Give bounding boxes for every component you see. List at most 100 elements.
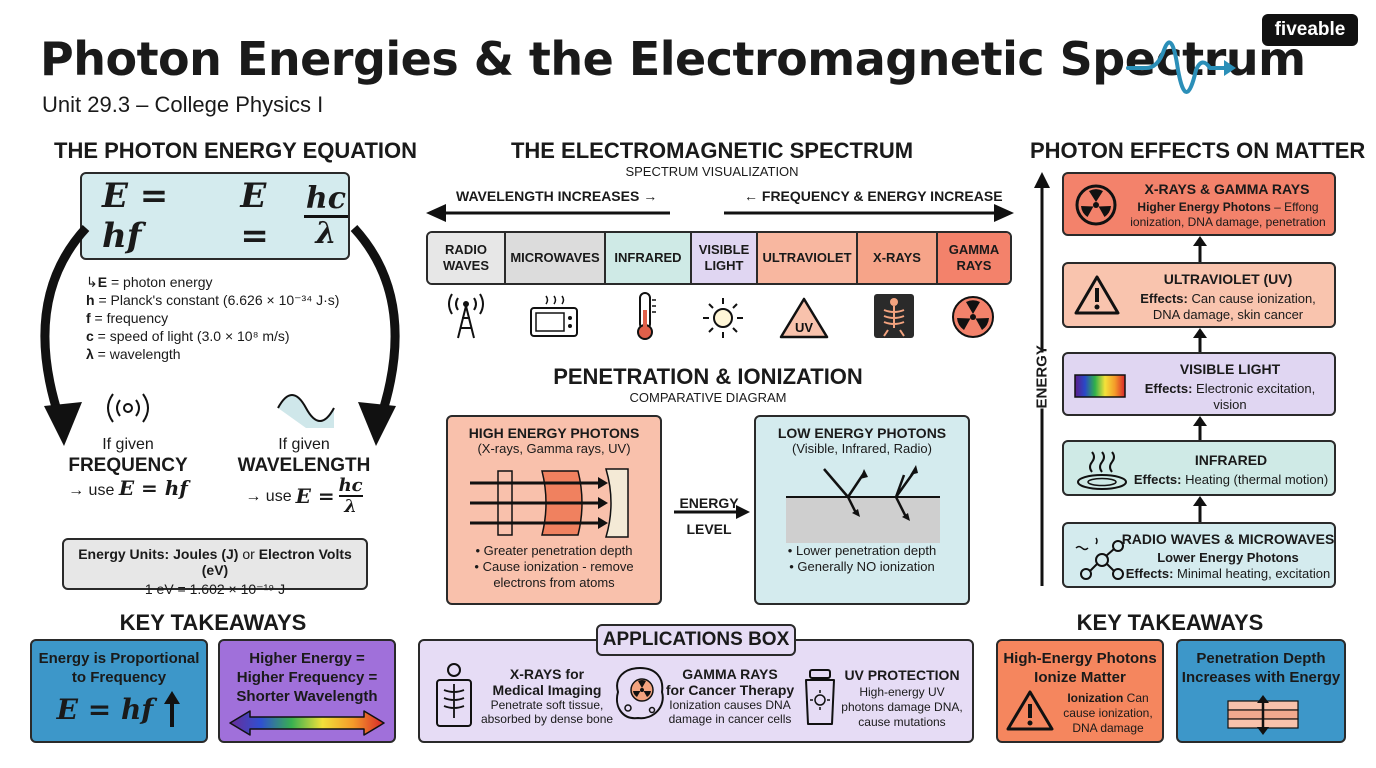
units-conversion: 1 eV = 1.602 × 10⁻¹⁹ J	[144, 581, 286, 597]
takeaway-desc2: cause ionization,	[1063, 706, 1153, 720]
effect-card-desc2: vision	[1213, 397, 1247, 412]
radiation-icon	[952, 296, 994, 338]
page-subtitle: Unit 29.3 – College Physics I	[42, 92, 324, 117]
effect-card-text: Effects: Can cause ionization,DNA damage…	[1122, 291, 1334, 323]
units-ev: Electron Volts (eV)	[201, 546, 352, 578]
band-infrared: INFRARED	[606, 233, 692, 283]
band-ultraviolet: ULTRAVIOLET	[758, 233, 858, 283]
high-energy-subtitle: (X-rays, Gamma rays, UV)	[477, 441, 631, 456]
effect-card-desc: Electronic excitation,	[1192, 381, 1316, 396]
takeaway-line3: Shorter Wavelength	[236, 688, 378, 705]
penetration-heading: PENETRATION & IONIZATION	[553, 364, 863, 389]
effect-card-desc2: DNA damage, skin cancer	[1152, 307, 1304, 322]
sunscreen-icon	[805, 669, 835, 725]
applications-box	[418, 639, 974, 743]
takeaways-left-heading: KEY TAKEAWAYS	[119, 610, 307, 635]
effect-card-desc: Can cause ionization,	[1187, 291, 1316, 306]
equation-box: E = hf E = hc λ	[80, 172, 350, 260]
curved-arrows-icon	[40, 224, 400, 446]
app-title: X-RAYS for	[509, 666, 585, 682]
app-desc2: damage in cancer cells	[668, 712, 792, 726]
effect-card-desc2: ionization, DNA damage, penetration	[1130, 215, 1326, 229]
applications-heading: APPLICATIONS BOX	[596, 624, 796, 656]
svg-text:UV: UV	[795, 320, 813, 335]
takeaway-equation: E = hf	[56, 692, 154, 726]
equation-heading: THE PHOTON ENERGY EQUATION	[54, 138, 418, 163]
variable-item: λ = wavelength	[86, 346, 181, 362]
app-desc2: photons damage DNA,	[841, 700, 963, 714]
given-frequency-label: FREQUENCY	[68, 455, 188, 476]
wavelength-arrow-label: WAVELENGTH INCREASES →	[452, 188, 662, 204]
effect-card-bold2: Effects:	[1125, 566, 1174, 581]
app-desc: Ionization causes DNA	[669, 698, 791, 712]
cell-radiation-icon	[616, 666, 664, 720]
high-energy-bullet-1: • Greater penetration depth	[475, 543, 633, 558]
spectrum-heading: THE ELECTROMAGNETIC SPECTRUM	[510, 138, 914, 163]
spectrum-direction-arrows	[426, 204, 1014, 222]
app-uv-protection: UV PROTECTION High-energy UV photons dam…	[836, 668, 968, 730]
effect-card-desc2: Minimal heating, excitation	[1173, 566, 1331, 581]
fraction-denominator: λ	[344, 496, 357, 517]
band-xrays: X-RAYS	[858, 233, 938, 283]
fraction-numerator: hc	[338, 475, 363, 497]
equation-hc-left: E =	[240, 176, 269, 256]
effect-card-desc: – Effong	[1270, 200, 1319, 214]
up-arrow-icon	[1193, 328, 1207, 352]
app-desc: High-energy UV	[859, 685, 945, 699]
heat-icon	[1077, 451, 1127, 490]
band-radio: RADIO WAVES	[428, 233, 506, 283]
brand-logo[interactable]: fiveable	[1262, 14, 1358, 46]
radiation-icon	[1075, 184, 1117, 226]
up-arrow-icon	[1193, 236, 1207, 262]
use-label: → use	[245, 487, 292, 505]
units-or: or	[238, 546, 259, 562]
warning-triangle-icon	[1074, 275, 1120, 315]
up-arrow-icon	[164, 691, 181, 727]
effect-card-uv: ULTRAVIOLET (UV) Effects: Can cause ioni…	[1062, 262, 1336, 328]
energy-axis-label: ENERGY	[1033, 345, 1051, 409]
sine-wave-icon	[277, 394, 335, 428]
molecule-icon	[1075, 537, 1124, 580]
page-title: Photon Energies & the Electromagnetic Sp…	[40, 32, 1306, 86]
takeaway-desc-bold: Ionization	[1067, 691, 1124, 705]
energy-level-line1: ENERGY	[679, 495, 739, 511]
app-title: GAMMA RAYS	[682, 666, 778, 682]
app-desc2: absorbed by dense bone	[480, 712, 614, 726]
effect-card-bold: Effects:	[1140, 291, 1188, 306]
radio-tower-icon	[448, 293, 484, 339]
given-wavelength-label: WAVELENGTH	[237, 455, 371, 476]
variable-item: f = frequency	[86, 310, 169, 326]
high-energy-panel: HIGH ENERGY PHOTONS (X-rays, Gamma rays,…	[446, 415, 662, 605]
given-wavelength-equation: E =	[295, 483, 335, 508]
effect-card-bold: Higher Energy Photons	[1137, 200, 1271, 214]
energy-units-box: Energy Units: Joules (J) or Electron Vol…	[62, 538, 368, 597]
up-arrow-icon	[1193, 416, 1207, 440]
takeaway-desc3: DNA damage	[1072, 721, 1144, 735]
thermometer-icon	[637, 292, 656, 340]
band-gamma: GAMMA RAYS	[938, 233, 1010, 283]
takeaway-line1: Energy is Proportional	[38, 650, 200, 667]
low-energy-bullet-1: • Lower penetration depth	[787, 543, 937, 558]
penetration-diagram	[470, 468, 629, 538]
effect-card-title: X-RAYS & GAMMA RAYS	[1144, 181, 1310, 197]
effect-card-bold: Effects:	[1144, 381, 1193, 396]
effect-card-infrared: INFRARED Effects: Heating (thermal motio…	[1062, 440, 1336, 496]
penetration-subheading: COMPARATIVE DIAGRAM	[629, 390, 787, 405]
given-wavelength-fraction: hc λ	[338, 475, 363, 517]
xray-icon	[874, 294, 914, 338]
radio-signal-icon	[107, 393, 149, 423]
rainbow-spectrum-icon	[1074, 374, 1126, 398]
app-xray: X-RAYS for Medical Imaging Penetrate sof…	[472, 666, 622, 726]
app-gamma: GAMMA RAYS for Cancer Therapy Ionization…	[664, 666, 796, 726]
spectrum-subheading: SPECTRUM VISUALIZATION	[625, 164, 799, 179]
effect-card-radio-microwave: RADIO WAVES & MICROWAVES Lower Energy Ph…	[1062, 522, 1336, 588]
wave-logo-icon	[1126, 40, 1236, 94]
app-desc: Penetrate soft tissue,	[490, 698, 604, 712]
effect-card-text: Effects: Heating (thermal motion)	[1128, 472, 1334, 487]
given-wavelength: If given WAVELENGTH → use E = hc λ	[234, 434, 374, 516]
takeaways-right-heading: KEY TAKEAWAYS	[1076, 610, 1264, 635]
takeaway-card-higher-energy: Higher Energy = Higher Frequency = Short…	[218, 639, 396, 743]
high-energy-title: HIGH ENERGY PHOTONS	[468, 425, 640, 441]
up-arrow-icon	[1193, 496, 1207, 522]
variable-list: ↳E = photon energy h = Planck's constant…	[86, 273, 339, 363]
